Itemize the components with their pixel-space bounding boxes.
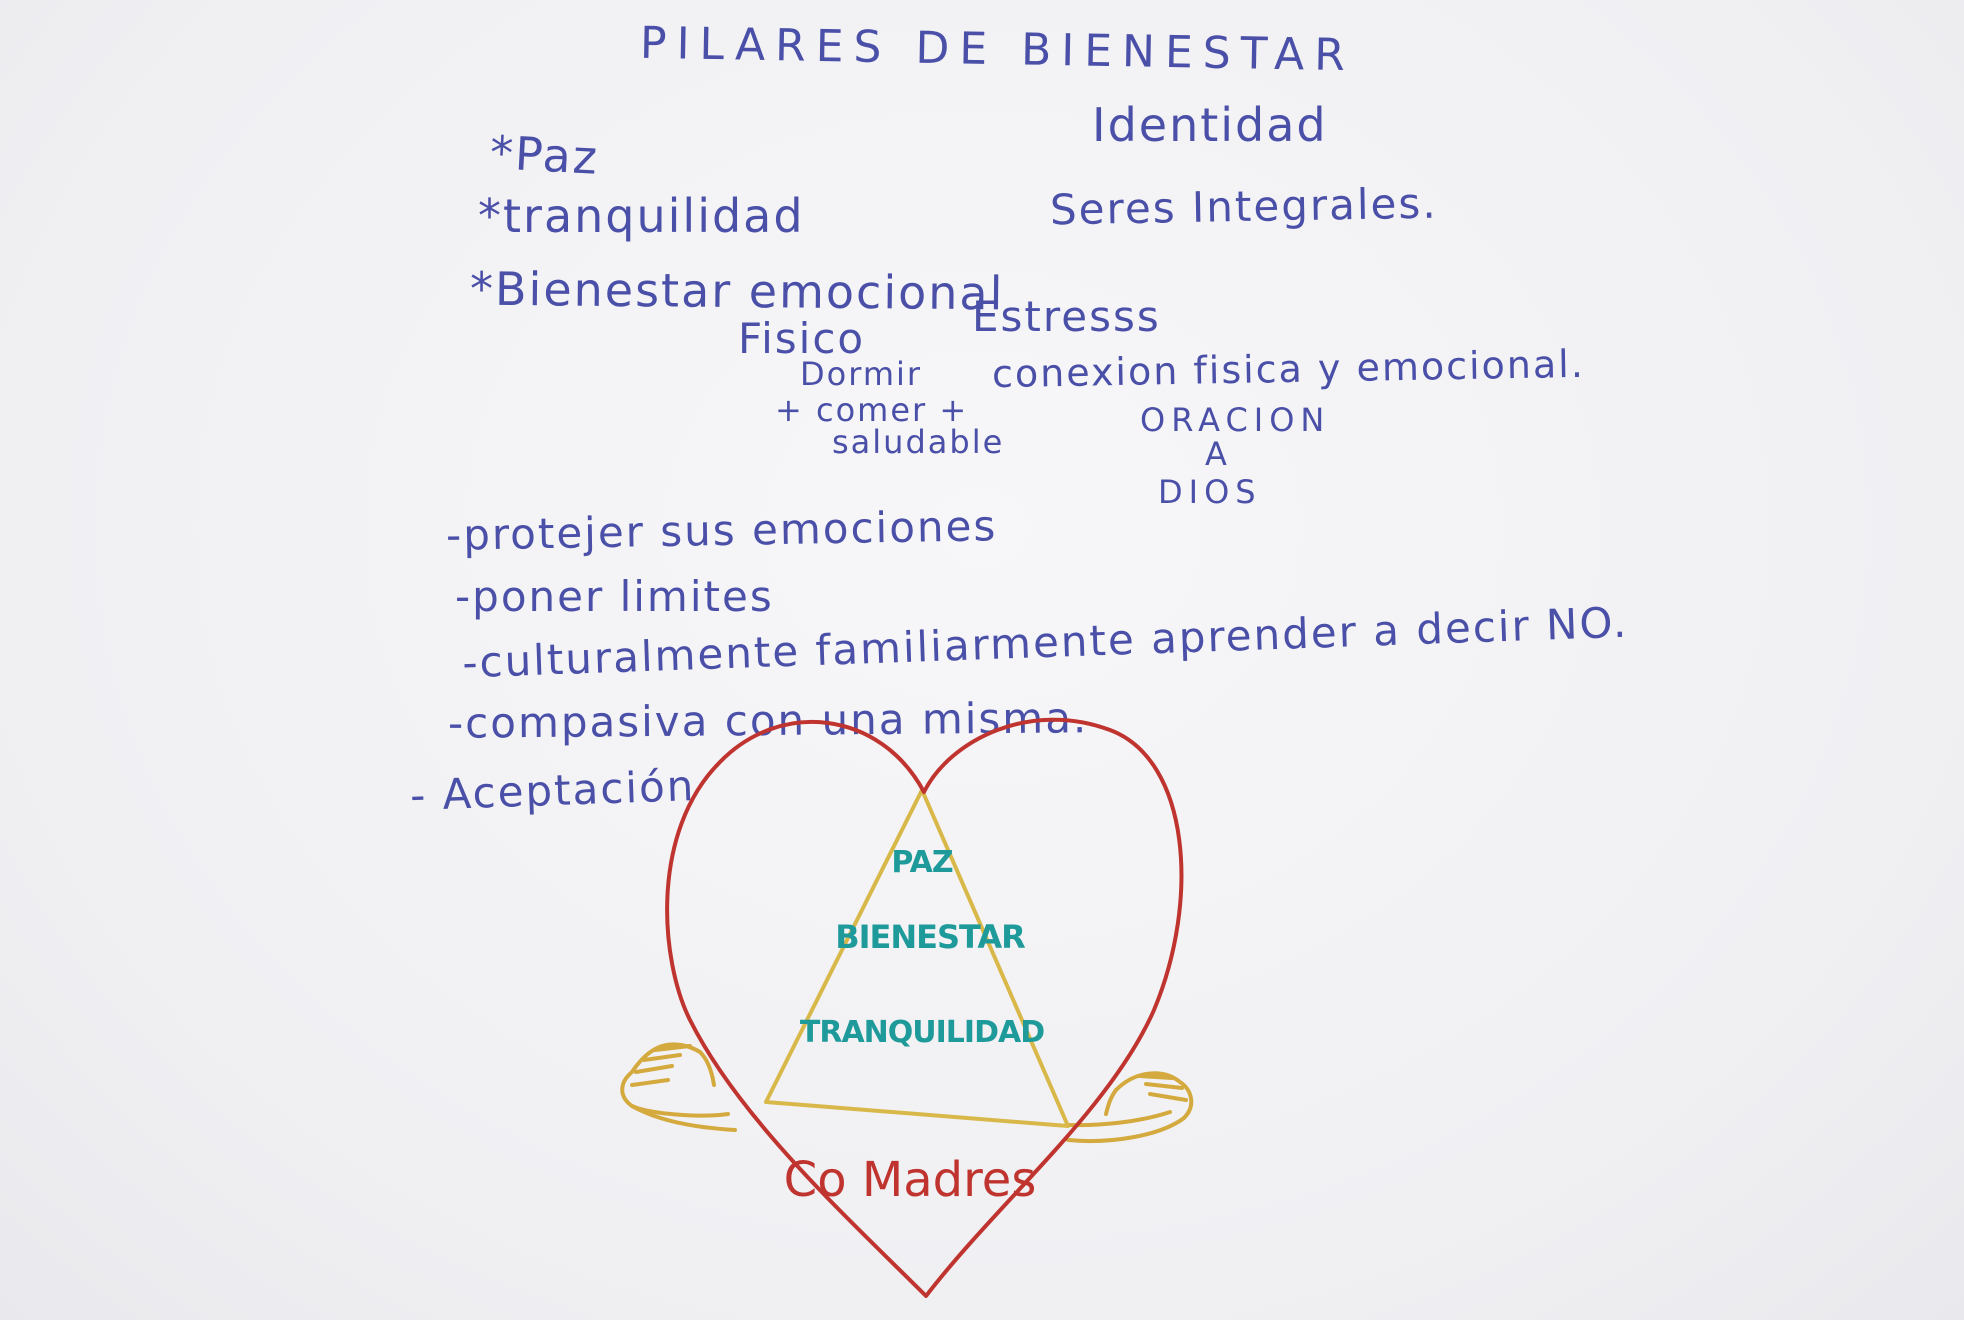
note-identidad: Identidad bbox=[1092, 98, 1328, 152]
left-hand-icon bbox=[620, 1042, 737, 1132]
pillar-tranquilidad: *tranquilidad bbox=[478, 189, 805, 243]
sub-saludable: saludable bbox=[832, 423, 1005, 461]
sub-comer: + comer + bbox=[775, 391, 969, 429]
heart-outline bbox=[665, 717, 1184, 1298]
brand-label: Co Madres bbox=[784, 1152, 1037, 1208]
right-hand-icon bbox=[1066, 1071, 1194, 1144]
note-dios: DIOS bbox=[1158, 473, 1262, 511]
note-oracion: ORACION bbox=[1140, 401, 1331, 439]
note-estres: Estresss bbox=[972, 292, 1161, 341]
pyramid-level-middle: BIENESTAR bbox=[835, 918, 1025, 956]
pyramid-outline bbox=[764, 788, 1070, 1128]
sub-dormir: Dormir bbox=[800, 355, 923, 393]
pyramid-level-top: PAZ bbox=[891, 845, 952, 880]
sub-fisico: Fisico bbox=[738, 314, 866, 363]
list-item-poner-limites: -poner limites bbox=[455, 572, 774, 621]
note-a: A bbox=[1205, 435, 1229, 473]
pyramid-level-bottom: TRANQUILIDAD bbox=[800, 1015, 1044, 1050]
